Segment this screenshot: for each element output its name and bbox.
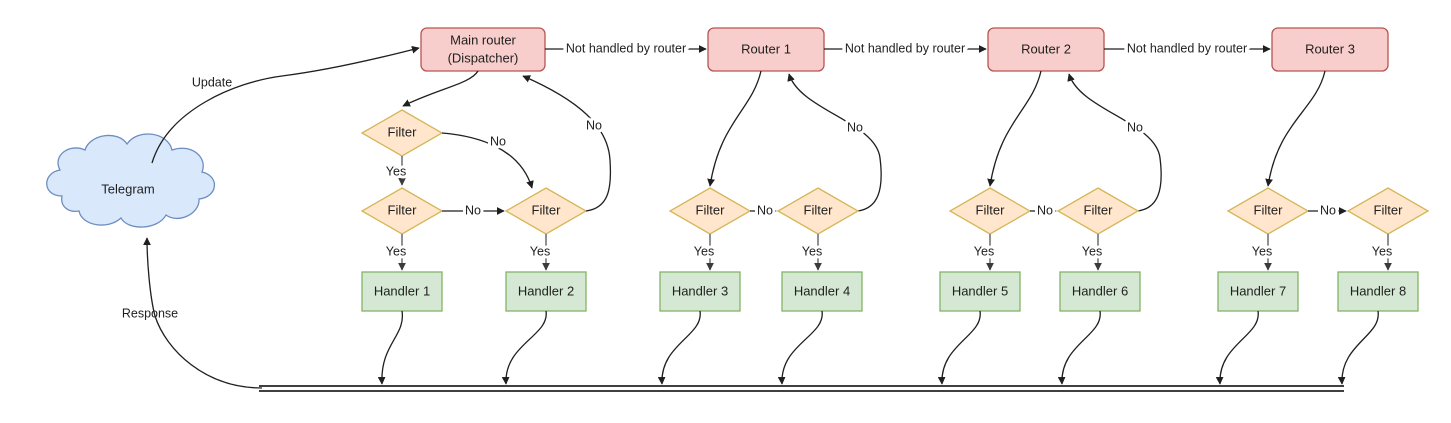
edge-label-no-top-r2: No bbox=[1127, 120, 1143, 134]
edge-label-yes-h6: Yes bbox=[1082, 244, 1102, 258]
edge-label-not-handled-1: Not handled by router bbox=[566, 41, 686, 55]
handler-2-label: Handler 2 bbox=[518, 283, 574, 298]
edge-handler-6-to-bus bbox=[1057, 310, 1101, 385]
edge-label-response: Response bbox=[122, 306, 178, 320]
edge-label-yes-h5: Yes bbox=[974, 244, 994, 258]
filter-node-1[interactable]: Filter bbox=[360, 187, 444, 235]
edge-label-yes-h3: Yes bbox=[694, 244, 714, 258]
edge-label-yes-h2: Yes bbox=[530, 244, 550, 258]
router-node-3[interactable]: Router 3 bbox=[1271, 27, 1389, 72]
filter-6-label: Filter bbox=[1084, 202, 1114, 217]
handler-node-4[interactable]: Handler 4 bbox=[781, 271, 863, 312]
handler-node-7[interactable]: Handler 7 bbox=[1217, 271, 1299, 312]
edge-router2-to-filter-5 bbox=[987, 70, 1042, 187]
edge-label-yes-h4: Yes bbox=[802, 244, 822, 258]
handler-node-2[interactable]: Handler 2 bbox=[505, 271, 587, 312]
filter-node-3[interactable]: Filter bbox=[668, 187, 752, 235]
edge-handler-5-to-bus bbox=[937, 310, 981, 385]
handler-6-box[interactable] bbox=[1059, 271, 1141, 312]
edge-label-no-main-top: No bbox=[490, 134, 506, 148]
handler-7-box[interactable] bbox=[1217, 271, 1299, 312]
router-main-label-line1: Main router bbox=[450, 32, 516, 47]
filter-8-label: Filter bbox=[1374, 202, 1404, 217]
handler-5-box[interactable] bbox=[939, 271, 1021, 312]
cloud-icon bbox=[46, 133, 216, 228]
filter-5-label: Filter bbox=[976, 202, 1006, 217]
edge-label-no-row-r1: No bbox=[757, 203, 773, 217]
filter-7-label: Filter bbox=[1254, 202, 1284, 217]
edge-main-to-filter-a bbox=[402, 70, 479, 107]
handler-5-label: Handler 5 bbox=[952, 283, 1008, 298]
filter-node-8[interactable]: Filter bbox=[1346, 187, 1430, 235]
filter-3-label: Filter bbox=[696, 202, 726, 217]
handler-8-label: Handler 8 bbox=[1350, 283, 1406, 298]
edge-handler-3-to-bus bbox=[657, 310, 701, 385]
edge-handler-1-to-bus bbox=[377, 310, 404, 385]
router-3-box[interactable] bbox=[1271, 27, 1389, 72]
filter-a-label: Filter bbox=[388, 124, 418, 139]
filter-1-label: Filter bbox=[388, 202, 418, 217]
telegram-cloud-node: Telegram bbox=[46, 133, 216, 228]
handler-4-box[interactable] bbox=[781, 271, 863, 312]
edge-label-not-handled-2: Not handled by router bbox=[845, 41, 965, 55]
edge-filter-a-no bbox=[441, 132, 534, 189]
handler-node-5[interactable]: Handler 5 bbox=[939, 271, 1021, 312]
edge-label-no-row-r3: No bbox=[1320, 203, 1336, 217]
edge-label-no-main-row: No bbox=[465, 203, 481, 217]
filter-node-a[interactable]: Filter bbox=[360, 109, 444, 157]
handler-8-box[interactable] bbox=[1337, 271, 1419, 312]
handler-4-label: Handler 4 bbox=[794, 283, 850, 298]
edge-router3-to-filter-7 bbox=[1265, 70, 1326, 187]
edge-label-no-main-mid: No bbox=[586, 118, 602, 132]
edge-router1-to-filter-3 bbox=[707, 70, 762, 187]
edge-handler-8-to-bus bbox=[1337, 310, 1379, 385]
edge-handler-7-to-bus bbox=[1215, 310, 1259, 385]
handler-6-label: Handler 6 bbox=[1072, 283, 1128, 298]
filter-node-7[interactable]: Filter bbox=[1226, 187, 1310, 235]
edge-label-not-handled-3: Not handled by router bbox=[1127, 41, 1247, 55]
edge-filter-4-no-back-router1 bbox=[787, 73, 882, 212]
handler-7-label: Handler 7 bbox=[1230, 283, 1286, 298]
filter-4-label: Filter bbox=[804, 202, 834, 217]
router-node-main[interactable]: Main router (Dispatcher) bbox=[420, 27, 546, 72]
handler-1-label: Handler 1 bbox=[374, 283, 430, 298]
edge-filter-2-no-back bbox=[522, 75, 612, 212]
edge-handler-4-to-bus bbox=[777, 310, 823, 385]
edge-label-yes-h7: Yes bbox=[1252, 244, 1272, 258]
filter-node-6[interactable]: Filter bbox=[1056, 187, 1140, 235]
handler-3-box[interactable] bbox=[659, 271, 741, 312]
filter-2-label: Filter bbox=[532, 202, 562, 217]
edge-label-update: Update bbox=[192, 75, 232, 89]
router-node-2[interactable]: Router 2 bbox=[987, 27, 1105, 72]
edge-label-no-row-r2: No bbox=[1037, 203, 1053, 217]
router-2-label: Router 2 bbox=[1021, 41, 1071, 56]
router-main-label-line2: (Dispatcher) bbox=[448, 50, 519, 65]
filter-node-5[interactable]: Filter bbox=[948, 187, 1032, 235]
edge-handler-2-to-bus bbox=[501, 310, 547, 385]
edge-label-yes-h1: Yes bbox=[386, 244, 406, 258]
filter-node-4[interactable]: Filter bbox=[776, 187, 860, 235]
handler-node-3[interactable]: Handler 3 bbox=[659, 271, 741, 312]
edge-label-no-top-r1: No bbox=[847, 120, 863, 134]
telegram-label: Telegram bbox=[101, 181, 154, 196]
router-3-label: Router 3 bbox=[1305, 41, 1355, 56]
edge-filter-6-no-back-router2 bbox=[1067, 73, 1162, 212]
handler-node-1[interactable]: Handler 1 bbox=[361, 271, 443, 312]
handler-3-label: Handler 3 bbox=[672, 283, 728, 298]
handler-node-8[interactable]: Handler 8 bbox=[1337, 271, 1419, 312]
edge-label-yes-h8: Yes bbox=[1372, 244, 1392, 258]
handler-node-6[interactable]: Handler 6 bbox=[1059, 271, 1141, 312]
router-node-1[interactable]: Router 1 bbox=[707, 27, 825, 72]
router-1-label: Router 1 bbox=[741, 41, 791, 56]
edge-response bbox=[143, 237, 263, 389]
edge-label-yes-main-top: Yes bbox=[386, 164, 406, 178]
filter-node-2[interactable]: Filter bbox=[504, 187, 588, 235]
edge-update bbox=[151, 45, 420, 164]
